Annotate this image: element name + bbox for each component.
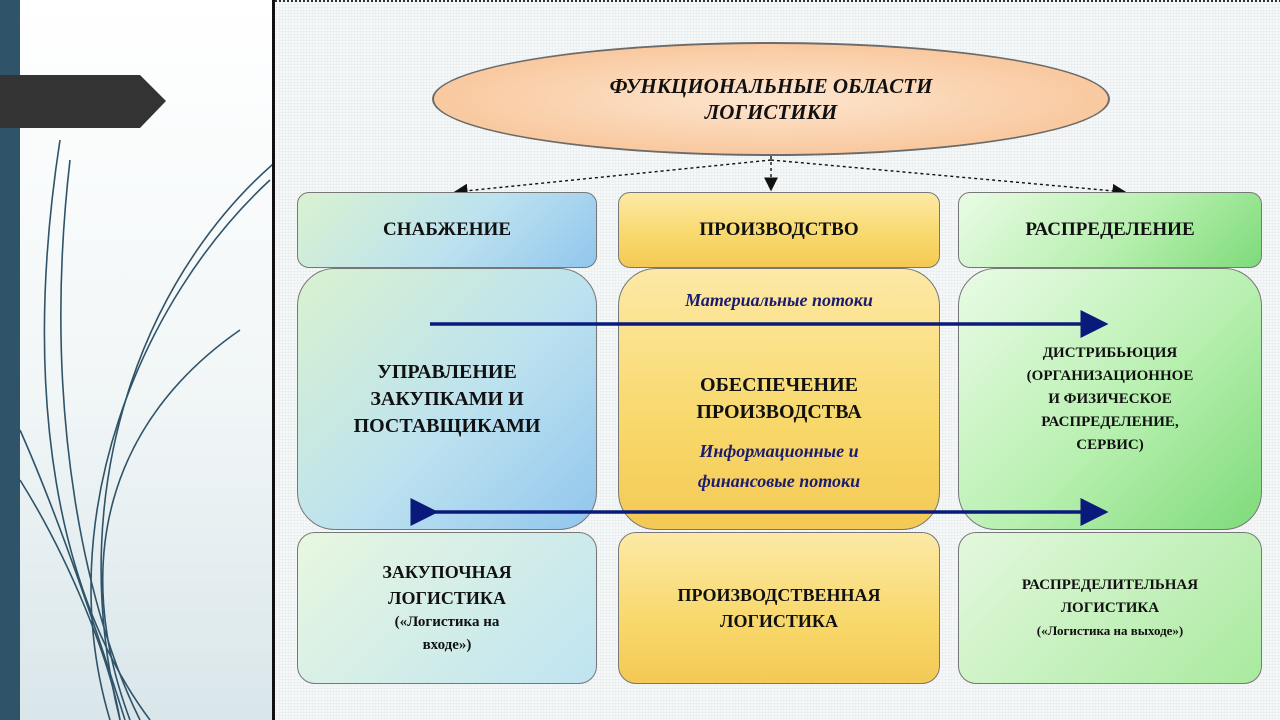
material-flow-label: Материальные потоки xyxy=(618,290,940,311)
middle-supply-line: УПРАВЛЕНИЕ xyxy=(377,360,517,383)
title-line-1: ФУНКЦИОНАЛЬНЫЕ ОБЛАСТИ xyxy=(609,74,933,98)
slide-marker-arrow xyxy=(0,75,166,128)
bottom-supply-line: входе») xyxy=(422,637,472,653)
middle-production-line: ОБЕСПЕЧЕНИЕ xyxy=(700,374,858,396)
middle-distribution-line: РАСПРЕДЕЛЕНИЕ, xyxy=(1041,413,1179,430)
decorative-curves xyxy=(19,139,291,720)
left-accent-bar xyxy=(0,0,20,720)
middle-supply-line: ЗАКУПКАМИ И xyxy=(370,387,524,410)
bottom-production-line: ПРОИЗВОДСТВЕННАЯ xyxy=(677,585,881,605)
title-line-2: ЛОГИСТИКИ xyxy=(704,100,838,124)
bottom-supply-line: ЛОГИСТИКА xyxy=(388,588,506,608)
header-supply: СНАБЖЕНИЕ xyxy=(297,192,597,268)
bottom-distribution-line: РАСПРЕДЕЛИТЕЛЬНАЯ xyxy=(1021,577,1199,593)
bottom-distribution-line: ЛОГИСТИКА xyxy=(1060,600,1160,616)
info-flow-text-2: финансовые потоки xyxy=(697,471,861,491)
title-ellipse: ФУНКЦИОНАЛЬНЫЕ ОБЛАСТИ ЛОГИСТИКИ xyxy=(432,42,1110,156)
info-flow-label: Информационные и финансовые потоки xyxy=(618,436,940,496)
bottom-supply-line: ЗАКУПОЧНАЯ xyxy=(382,562,512,582)
middle-distribution-line: И ФИЗИЧЕСКОЕ xyxy=(1048,390,1172,407)
middle-distribution-line: ДИСТРИБЬЮЦИЯ xyxy=(1042,344,1178,361)
middle-supply: УПРАВЛЕНИЕ ЗАКУПКАМИ И ПОСТАВЩИКАМИ xyxy=(297,268,597,530)
info-flow-text-1: Информационные и xyxy=(699,441,859,461)
header-production-label: ПРОИЗВОДСТВО xyxy=(699,219,859,240)
header-production: ПРОИЗВОДСТВО xyxy=(618,192,940,268)
bottom-production-line: ЛОГИСТИКА xyxy=(720,611,838,631)
bottom-distribution: РАСПРЕДЕЛИТЕЛЬНАЯ ЛОГИСТИКА («Логистика … xyxy=(958,532,1262,684)
header-distribution: РАСПРЕДЕЛЕНИЕ xyxy=(958,192,1262,268)
middle-distribution: ДИСТРИБЬЮЦИЯ (ОРГАНИЗАЦИОННОЕ И ФИЗИЧЕСК… xyxy=(958,268,1262,530)
header-supply-label: СНАБЖЕНИЕ xyxy=(383,219,511,240)
middle-supply-line: ПОСТАВЩИКАМИ xyxy=(353,414,541,437)
bottom-distribution-line: («Логистика на выходе») xyxy=(1036,623,1184,638)
middle-production-line: ПРОИЗВОДСТВА xyxy=(696,401,862,423)
bottom-supply: ЗАКУПОЧНАЯ ЛОГИСТИКА («Логистика на вход… xyxy=(297,532,597,684)
connector-lines xyxy=(453,156,1127,198)
middle-distribution-line: СЕРВИС) xyxy=(1076,436,1144,453)
middle-production: ОБЕСПЕЧЕНИЕ ПРОИЗВОДСТВА xyxy=(618,268,940,530)
middle-distribution-line: (ОРГАНИЗАЦИОННОЕ xyxy=(1026,367,1194,384)
diagram-slide: ФУНКЦИОНАЛЬНЫЕ ОБЛАСТИ ЛОГИСТИКИ СНАБЖЕН… xyxy=(272,0,1280,720)
material-flow-text: Материальные потоки xyxy=(685,290,873,310)
bottom-production: ПРОИЗВОДСТВЕННАЯ ЛОГИСТИКА xyxy=(618,532,940,684)
bottom-supply-line: («Логистика на xyxy=(394,614,500,630)
header-distribution-label: РАСПРЕДЕЛЕНИЕ xyxy=(1025,219,1195,240)
